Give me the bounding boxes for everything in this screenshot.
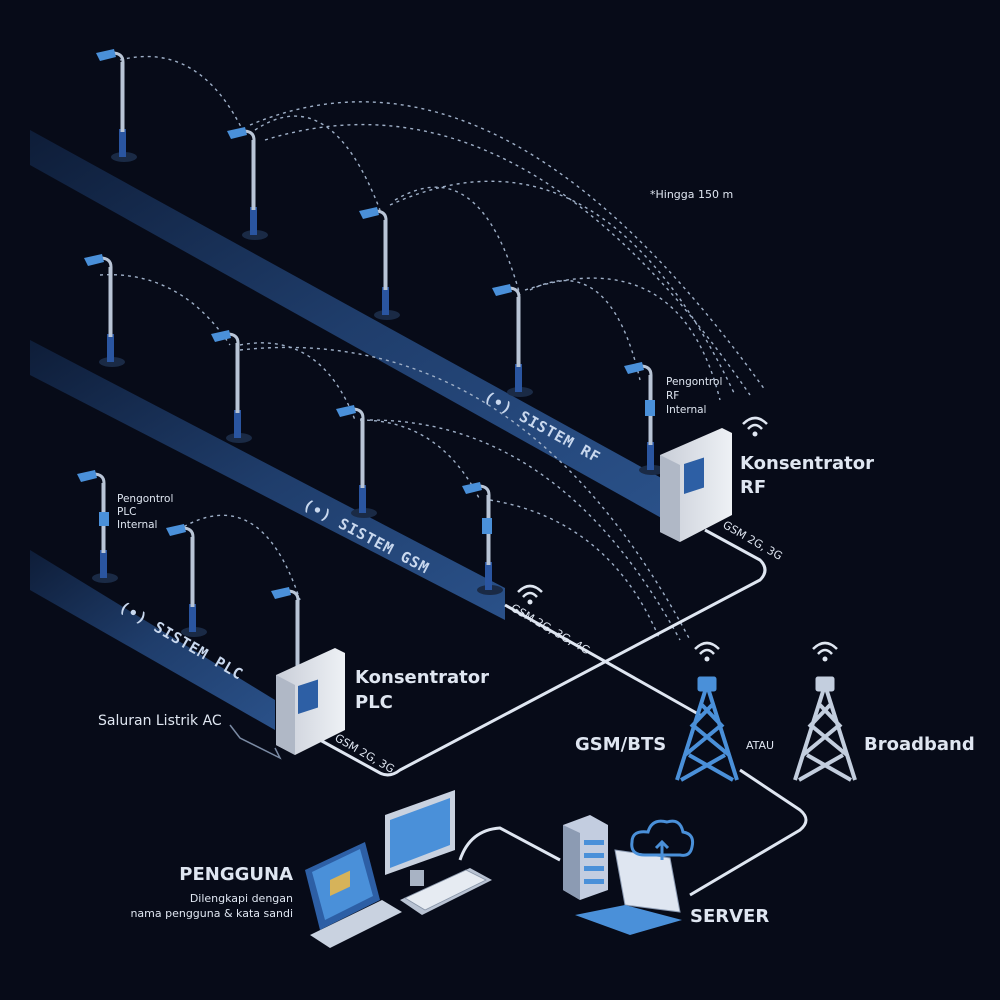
- rf-controller-box: [645, 400, 655, 416]
- user-desc-1: Dilengkapi dengan: [190, 892, 293, 905]
- wifi-icon-gsm: [516, 584, 544, 606]
- plc-controller-label-1: Pengontrol: [117, 493, 173, 505]
- rf-controller-label-3: Internal: [666, 404, 706, 416]
- wifi-icon-bts: [693, 641, 721, 663]
- plc-concentrator-label-1: Konsentrator: [355, 667, 489, 688]
- rf-concentrator-label-1: Konsentrator: [740, 453, 874, 474]
- gsm-bts-label: GSM/BTS: [575, 734, 666, 755]
- rf-controller-label-2: RF: [666, 390, 679, 402]
- range-note: *Hingga 150 m: [650, 188, 733, 201]
- rf-concentrator-box: [660, 428, 732, 542]
- broadband-label: Broadband: [864, 734, 975, 755]
- rf-concentrator-label-2: RF: [740, 477, 766, 498]
- rf-band: [30, 130, 665, 520]
- ac-line-label: Saluran Listrik AC: [98, 713, 222, 729]
- rf-arcs: [99, 55, 766, 641]
- gsm-pole-label: GSM 2G, 3G, 4G: [509, 601, 593, 657]
- user-desc-2: nama pengguna & kata sandi: [130, 907, 293, 920]
- plc-concentrator-label-2: PLC: [355, 692, 393, 713]
- atau-label: ATAU: [746, 739, 774, 752]
- plc-band: [30, 550, 275, 730]
- server-icon: [563, 815, 682, 935]
- broadband-tower-icon: [793, 675, 857, 782]
- server-label: SERVER: [690, 906, 769, 927]
- gsm-band: [30, 340, 505, 620]
- plc-controller-label-3: Internal: [117, 519, 157, 531]
- rf-controller-label-1: Pengontrol: [666, 376, 722, 388]
- bts-tower-icon: [675, 675, 739, 782]
- gsm-controller-box: [482, 518, 492, 534]
- wifi-icon-broadband: [811, 641, 839, 663]
- desktop-icon: [385, 790, 492, 915]
- user-title: PENGGUNA: [179, 864, 293, 885]
- links: [319, 528, 808, 897]
- lamps-rf: [94, 47, 667, 477]
- plc-controller-box: [99, 512, 109, 526]
- wifi-icon-rf: [741, 416, 769, 438]
- band-label-gsm: (•) SISTEM GSM: [300, 496, 432, 578]
- ac-line: [229, 724, 282, 760]
- plc-controller-label-2: PLC: [117, 506, 137, 518]
- cloud-icon: [630, 819, 695, 860]
- plc-concentrator-box: [276, 648, 345, 755]
- laptop-icon: [305, 842, 402, 948]
